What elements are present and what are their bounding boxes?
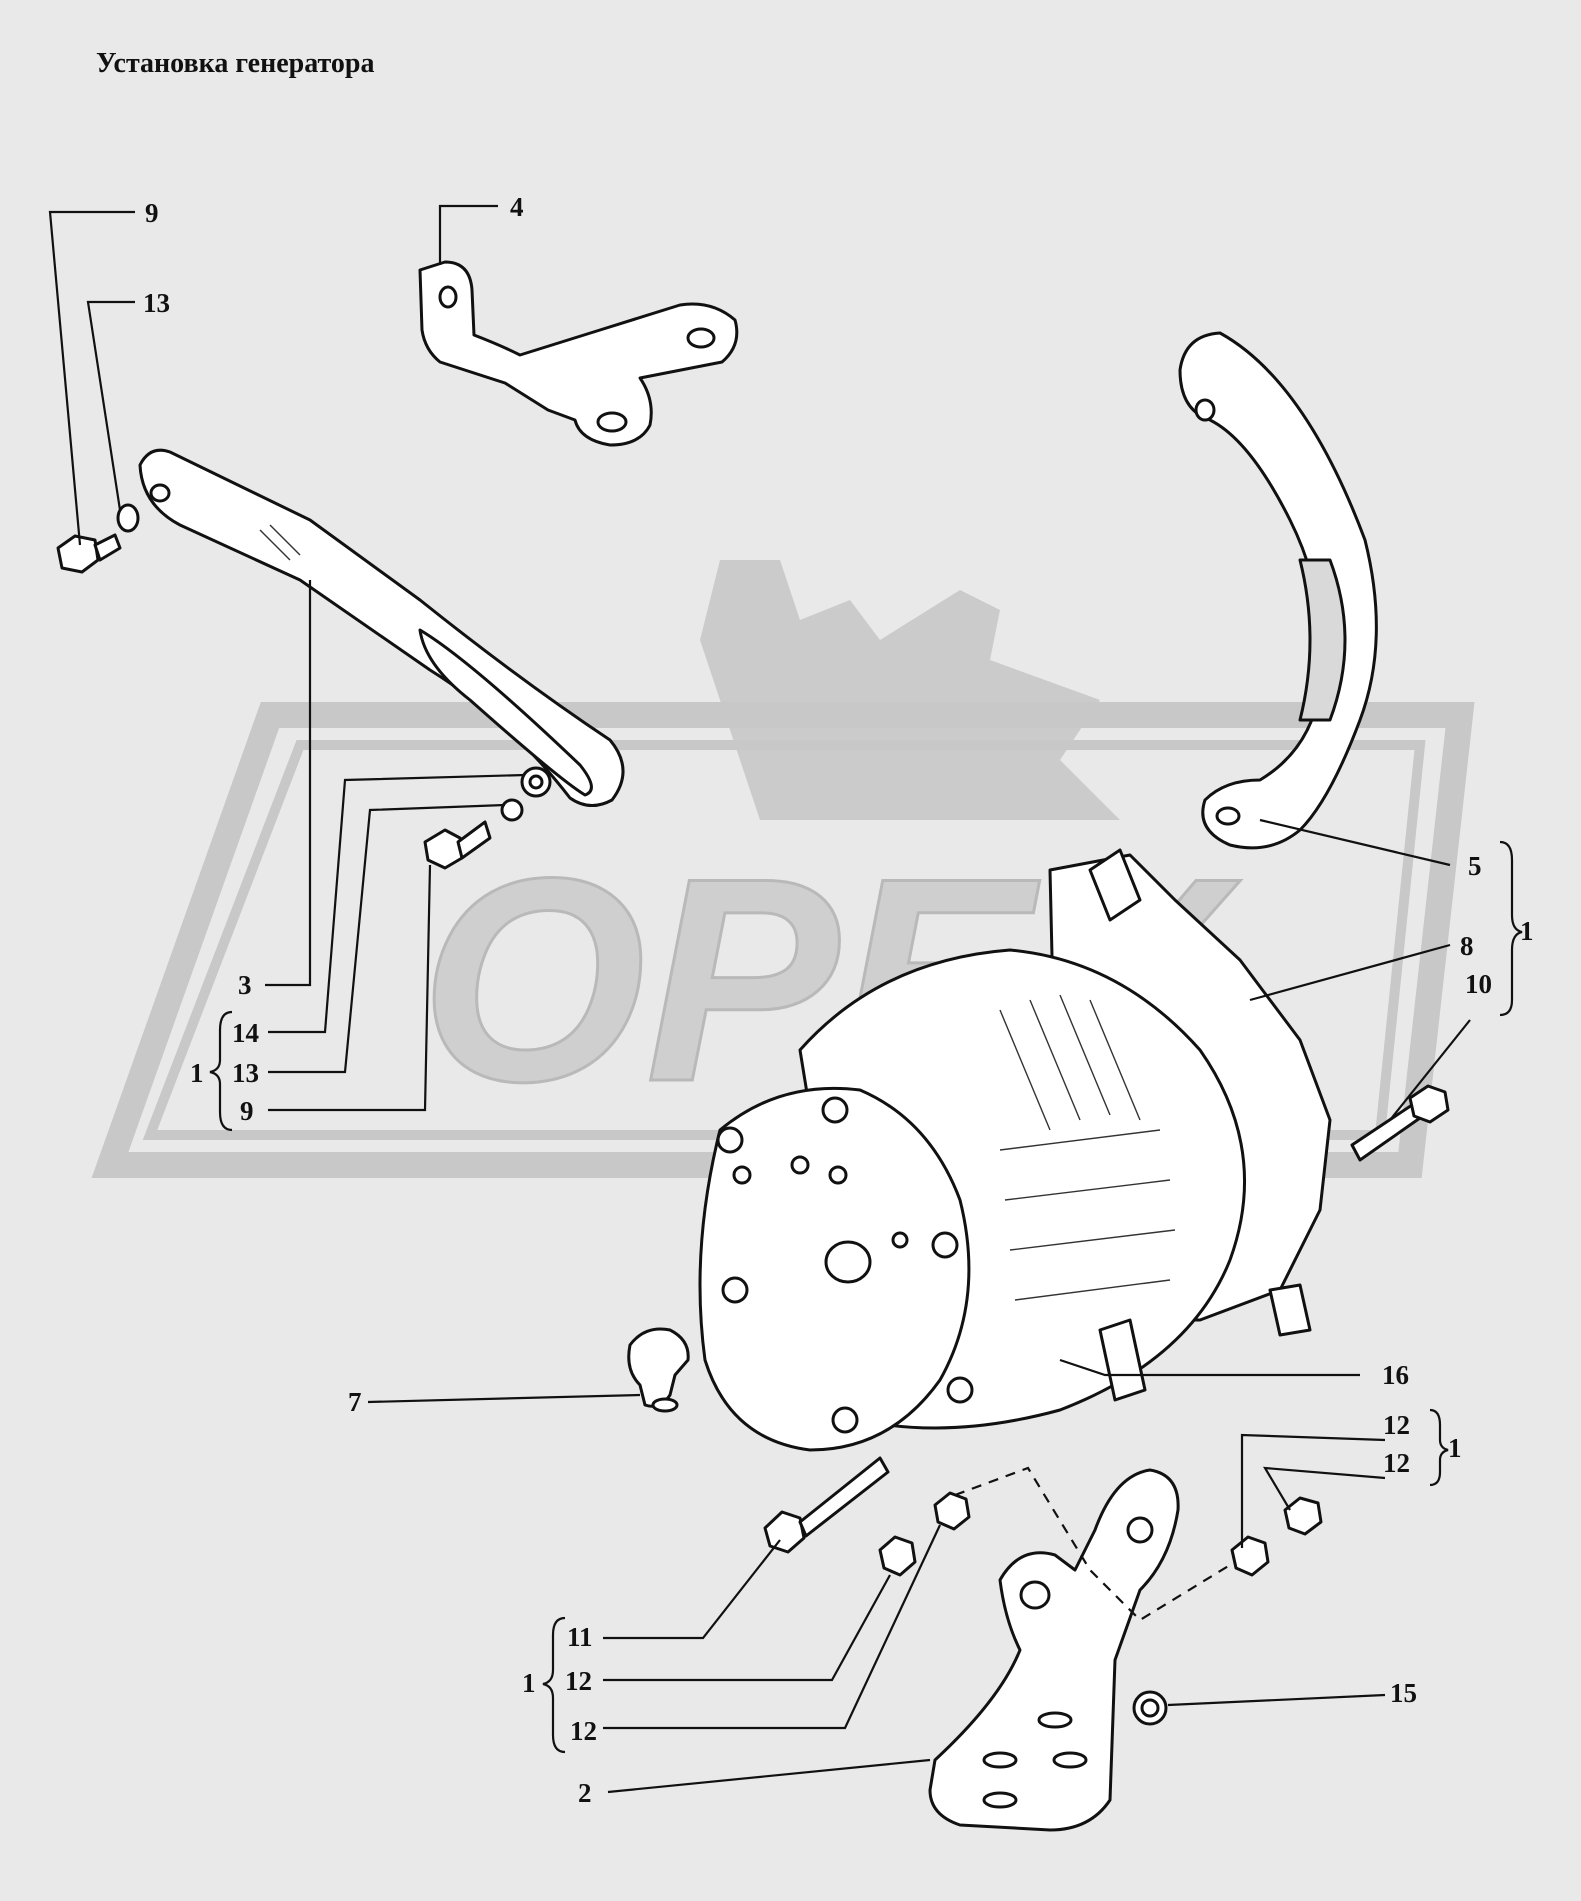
bolt-11: [763, 1456, 890, 1554]
callout-15: 15: [1390, 1678, 1417, 1708]
part-alternator-16: [698, 848, 1332, 1452]
part-strap-5: [1178, 331, 1378, 850]
callout-11: 11: [567, 1622, 593, 1652]
callout-7: 7: [348, 1387, 362, 1417]
nuts-12-left: [878, 1491, 971, 1577]
callout-3: 3: [238, 970, 252, 1000]
callout-12-right-1: 12: [1383, 1410, 1410, 1440]
braces: [209, 840, 1523, 1754]
callout-12-left-2: 12: [570, 1716, 597, 1746]
part-adjusting-arm-3: [138, 448, 625, 807]
callout-4: 4: [510, 192, 524, 222]
spacer-15: [1132, 1690, 1168, 1726]
callout-8: 8: [1460, 931, 1474, 961]
nuts-12-right: [1230, 1496, 1323, 1577]
part-cap-7: [627, 1327, 690, 1413]
leader-lines: [48, 204, 1471, 1794]
watermark-gear-icon: [700, 560, 1120, 820]
callout-5: 5: [1468, 851, 1482, 881]
callout-12-right-2: 12: [1383, 1448, 1410, 1478]
callout-2: 2: [578, 1778, 592, 1808]
callout-13-left: 13: [232, 1058, 259, 1088]
callout-1-left: 1: [190, 1058, 204, 1088]
part-bracket-4: [418, 260, 739, 447]
callout-1-nuts: 1: [1448, 1433, 1462, 1463]
callout-1-right: 1: [1520, 916, 1534, 946]
callout-14: 14: [232, 1018, 259, 1048]
callout-13-top: 13: [143, 288, 170, 318]
callout-9-top: 9: [145, 198, 159, 228]
callout-16: 16: [1382, 1360, 1409, 1390]
bolt-9-top: [56, 503, 140, 574]
bolt-9-washers-13-14: [423, 766, 552, 870]
callout-9-left: 9: [240, 1096, 254, 1126]
bolt-10: [1350, 1084, 1450, 1162]
callout-10: 10: [1465, 969, 1492, 999]
callout-12-left-1: 12: [565, 1666, 592, 1696]
part-bracket-2: [928, 1468, 1180, 1832]
page-title: Установка генератора: [96, 48, 375, 79]
callout-1-bottom: 1: [522, 1668, 536, 1698]
watermark-frame: [91, 702, 1475, 1178]
